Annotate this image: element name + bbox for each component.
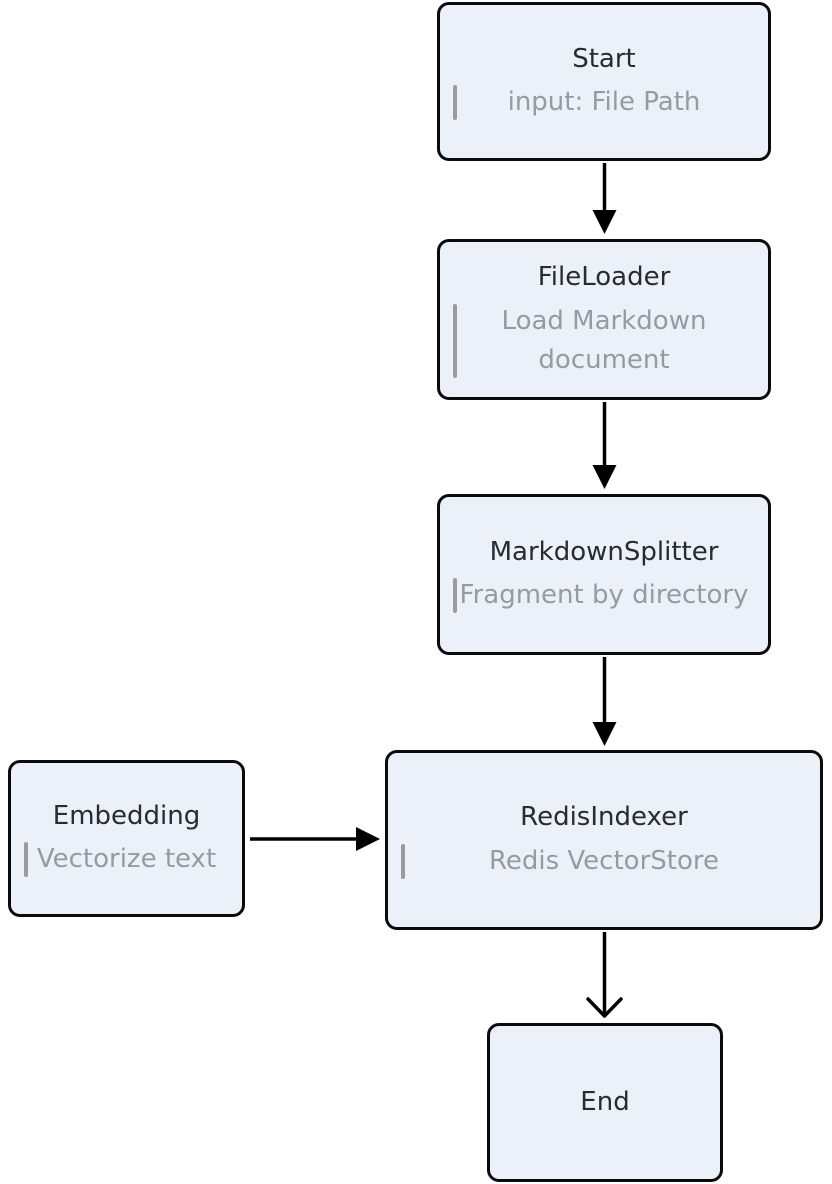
node-subtitle-text: Load Markdown document [501, 305, 707, 375]
edge-start-to-fileloader [592, 163, 617, 234]
node-end: End [487, 1023, 723, 1182]
arrowhead-filled-icon [592, 465, 617, 489]
node-start: Start input: File Path [437, 2, 771, 161]
node-title: Start [572, 43, 636, 74]
node-title: MarkdownSplitter [489, 536, 719, 567]
arrowhead-filled-icon [592, 722, 617, 746]
node-subtitle: Fragment by directory [440, 576, 768, 615]
edge-fileloader-to-markdownsplitter [592, 402, 617, 489]
subtitle-accent-bar [453, 578, 457, 614]
edge-embedding-to-redisindexer [250, 827, 380, 851]
node-embedding: Embedding Vectorize text [8, 760, 245, 917]
node-subtitle: Redis VectorStore [388, 842, 820, 881]
subtitle-accent-bar [453, 85, 457, 121]
node-subtitle-text: Fragment by directory [459, 580, 749, 611]
node-subtitle-text: input: File Path [507, 87, 701, 118]
node-title: RedisIndexer [520, 802, 688, 833]
node-redisindexer: RedisIndexer Redis VectorStore [385, 750, 823, 930]
node-title: Embedding [52, 800, 201, 831]
edge-markdownsplitter-to-redisindexer [592, 657, 617, 746]
node-title: End [580, 1087, 630, 1118]
subtitle-accent-bar [24, 842, 28, 878]
node-subtitle: input: File Path [440, 83, 768, 122]
subtitle-accent-bar [401, 843, 405, 879]
node-subtitle-text: Vectorize text [36, 844, 217, 875]
node-subtitle-text: Redis VectorStore [488, 845, 719, 876]
node-title: FileLoader [537, 262, 671, 293]
arrowhead-filled-icon [592, 210, 617, 234]
arrowhead-open-chevron-icon [586, 997, 623, 1018]
node-subtitle: Load Markdown document [440, 302, 768, 380]
node-fileloader: FileLoader Load Markdown document [437, 239, 771, 400]
subtitle-accent-bar [453, 303, 457, 378]
node-markdownsplitter: MarkdownSplitter Fragment by directory [437, 494, 771, 655]
arrowhead-filled-icon [356, 827, 380, 851]
node-subtitle: Vectorize text [11, 840, 242, 879]
edge-redisindexer-to-end [586, 932, 623, 1018]
